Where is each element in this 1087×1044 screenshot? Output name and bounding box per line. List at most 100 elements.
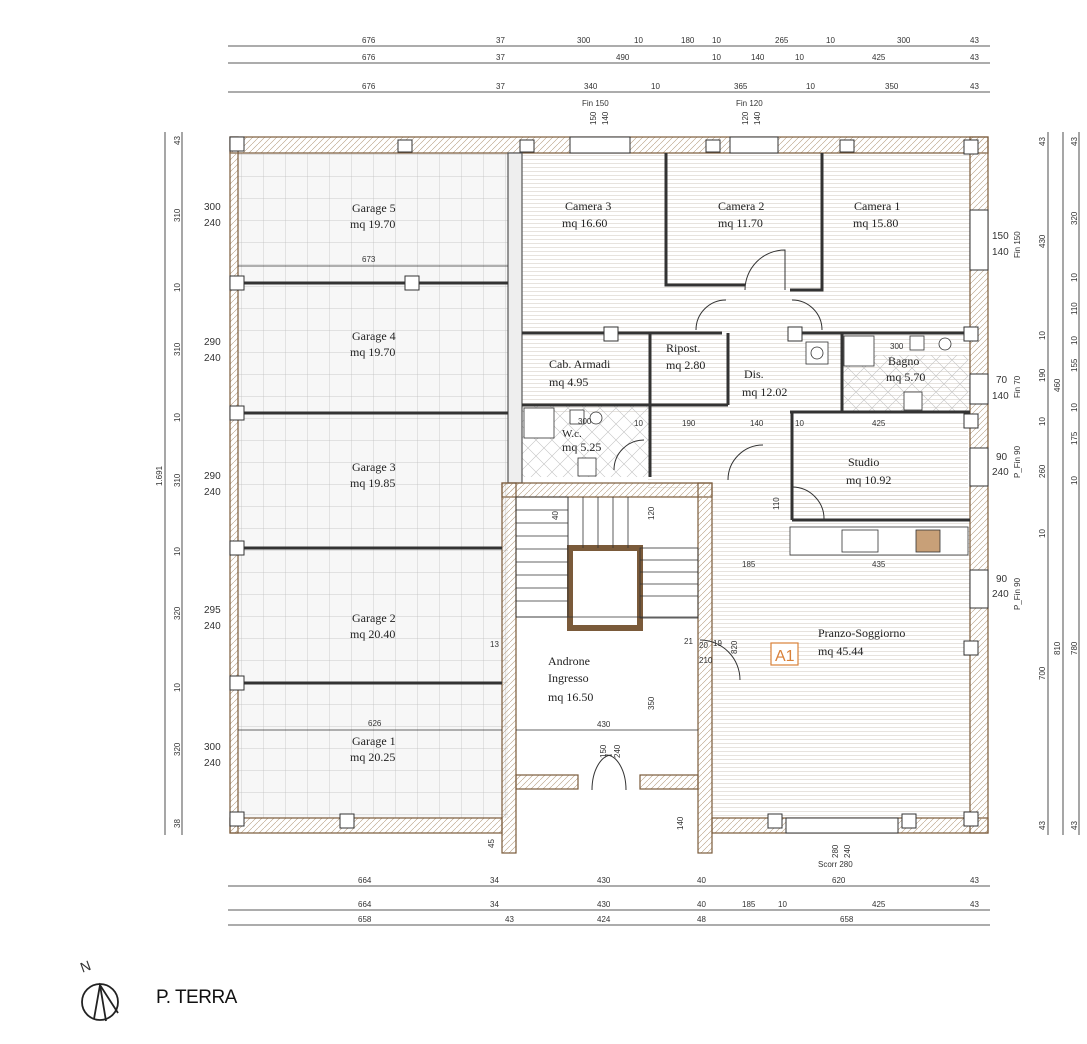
room-area: mq 2.80 — [666, 358, 705, 372]
dim-text: 430 — [597, 900, 611, 909]
dim-text: 34 — [490, 876, 499, 885]
window-labels: Fin 150 150 140 Fin 120 120 140 150 140 … — [582, 99, 1022, 869]
dim-text: P_Fin 90 — [1013, 445, 1022, 478]
room-name: Studio — [848, 455, 879, 469]
corridor-floor — [648, 413, 793, 488]
dim-text: 140 — [753, 111, 762, 125]
sanitary-fixtures — [523, 335, 952, 477]
dim-text: 1.691 — [155, 465, 164, 486]
dim-text: 43 — [173, 136, 182, 145]
dim-text: Fin 120 — [736, 99, 763, 108]
room-area: mq 19.70 — [350, 217, 395, 231]
dim-text: 350 — [885, 82, 899, 91]
dim-text: 425 — [872, 53, 886, 62]
dim-text: 700 — [1038, 666, 1047, 680]
room-area: mq 45.44 — [818, 644, 863, 658]
dim-text: 37 — [496, 53, 505, 62]
dim-text: 37 — [496, 82, 505, 91]
dim-text: 70 — [996, 375, 1008, 386]
room-area: mq 5.25 — [562, 440, 601, 454]
room-area: mq 16.60 — [562, 216, 607, 230]
dim-text: 435 — [872, 560, 886, 569]
dim-text: 658 — [840, 915, 854, 924]
dim-text: 185 — [742, 900, 756, 909]
room-labels: Garage 5 mq 19.70 Garage 4 mq 19.70 Gara… — [350, 199, 925, 764]
dim-text: 40 — [697, 876, 706, 885]
dim-text: 19 — [713, 639, 722, 648]
room-name-line2: Ingresso — [548, 671, 589, 685]
room-name: Bagno — [888, 354, 919, 368]
garage-guides — [238, 265, 508, 731]
dim-text: 240 — [204, 758, 221, 769]
dim-text: 110 — [772, 497, 781, 510]
dim-text: 424 — [597, 915, 611, 924]
dim-text: 240 — [613, 744, 622, 758]
dim-text: 320 — [173, 606, 182, 620]
dim-text: 43 — [970, 900, 979, 909]
dim-text: 320 — [173, 742, 182, 756]
dim-text: 300 — [897, 36, 911, 45]
garage-door-dims: 300 240 290 240 290 240 295 240 300 240 — [204, 202, 221, 769]
dim-text: 290 — [204, 337, 221, 348]
dim-text: 180 — [681, 36, 695, 45]
room-name: Ripost. — [666, 341, 700, 355]
dim-text: 310 — [173, 473, 182, 487]
dim-text: 290 — [204, 471, 221, 482]
dim-text: 658 — [358, 915, 372, 924]
dim-text: 10 — [634, 419, 643, 428]
room-name: Pranzo-Soggiorno — [818, 626, 905, 640]
dim-text: 10 — [634, 36, 643, 45]
wall-camera2-right — [790, 153, 824, 292]
dim-text: 10 — [1070, 336, 1079, 345]
dim-text: 110 — [1070, 302, 1079, 315]
dim-text: 780 — [1070, 641, 1079, 655]
dim-top-row1: 676 37 300 10 180 10 265 10 300 43 — [362, 36, 979, 45]
dim-text: 626 — [368, 719, 382, 728]
dim-text: 43 — [1038, 137, 1047, 146]
dim-text: 43 — [970, 36, 979, 45]
dim-right: 43 430 10 190 10 260 10 700 43 460 810 4… — [1038, 137, 1079, 830]
dim-text: 140 — [992, 247, 1009, 258]
room-name: Androne — [548, 654, 590, 668]
dim-text: 150 — [589, 111, 598, 125]
columns — [229, 136, 979, 829]
dim-text: Fin 70 — [1013, 375, 1022, 398]
dim-text: 40 — [551, 511, 560, 520]
dim-text: 300 — [204, 742, 221, 753]
dim-text: 240 — [204, 353, 221, 364]
floor-title: P. TERRA — [156, 987, 237, 1008]
dim-top-row2: 676 37 490 10 140 10 425 43 — [362, 53, 979, 62]
dim-bottom-row1: 664 34 430 40 620 43 — [358, 876, 979, 885]
dim-text: 676 — [362, 82, 376, 91]
dim-text: 43 — [970, 53, 979, 62]
room-name: Camera 2 — [718, 199, 764, 213]
dim-text: 310 — [173, 342, 182, 356]
dim-text: 365 — [734, 82, 748, 91]
dim-text: 240 — [204, 218, 221, 229]
room-name: Garage 3 — [352, 460, 396, 474]
dim-text: 810 — [1053, 641, 1062, 655]
wall-bottom-garage — [229, 817, 503, 834]
room-area: mq 19.85 — [350, 476, 395, 490]
dim-text: 10 — [173, 413, 182, 422]
dim-text: 10 — [795, 53, 804, 62]
lift-shaft — [567, 545, 643, 631]
room-name: Garage 4 — [352, 329, 396, 343]
dim-text: 10 — [651, 82, 660, 91]
dim-text: 430 — [1038, 234, 1047, 248]
dim-text: 185 — [742, 560, 756, 569]
dim-text: 490 — [616, 53, 630, 62]
dim-text: 140 — [750, 419, 764, 428]
dim-text: 300 — [890, 342, 904, 351]
wall-stair-bottom-l — [515, 774, 579, 790]
dim-text: 425 — [872, 900, 886, 909]
dim-top-row3: 676 37 340 10 365 10 350 43 — [362, 82, 979, 91]
dim-text: 676 — [362, 36, 376, 45]
dim-text: 673 — [362, 255, 376, 264]
dim-text: 90 — [996, 452, 1008, 463]
dim-text: 10 — [1038, 529, 1047, 538]
dim-text: 43 — [1070, 821, 1079, 830]
dim-text: 10 — [1070, 476, 1079, 485]
dim-text: 10 — [173, 547, 182, 556]
dim-text: 10 — [795, 419, 804, 428]
